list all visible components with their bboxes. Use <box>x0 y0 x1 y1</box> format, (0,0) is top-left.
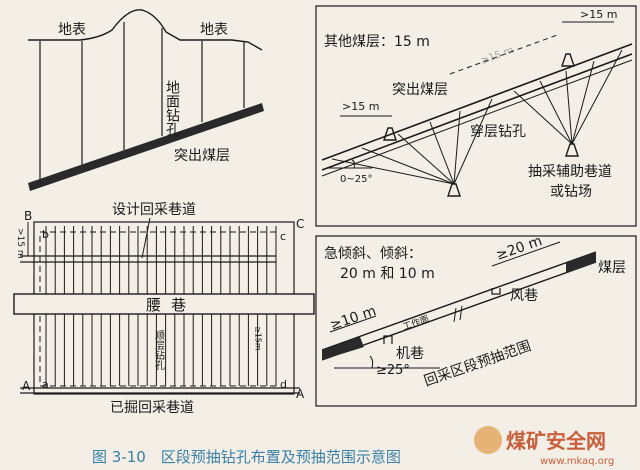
distance-20-label: ≥20 m <box>494 233 544 264</box>
watermark-text: 煤矿安全网 <box>506 429 606 453</box>
surface-borehole-label: 地面钻孔 <box>164 80 180 137</box>
outburst-seam-label: 突出煤层 <box>392 82 448 98</box>
outburst-seam-line <box>321 53 633 171</box>
angle-arc <box>369 355 374 369</box>
cross-borehole <box>571 60 595 145</box>
cross-borehole <box>361 147 455 185</box>
air-roadway-label: 风巷 <box>510 288 538 304</box>
panel-steep-seam-range: 急倾斜、倾斜： 20 m 和 10 m ≥20 m ≥10 m 煤层 风巷 工作… <box>315 233 637 407</box>
point-C-label: C <box>296 217 304 231</box>
angle-arc <box>351 159 356 169</box>
haulage-roadway-label: 机巷 <box>396 346 424 362</box>
cross-borehole <box>453 110 461 185</box>
dimension-15-label: >15 m <box>15 228 25 259</box>
range-label: 回采区段预抽范围 <box>422 337 533 390</box>
distance-right-label: >15 m <box>580 8 617 21</box>
design-roadway-label: 设计回采巷道 <box>112 202 196 218</box>
point-a-label: a <box>42 378 49 391</box>
roadway-shape <box>447 183 461 197</box>
watermark: 煤矿安全网 www.mkaq.org <box>474 426 614 467</box>
haulage-roadway-shape <box>383 335 393 344</box>
outburst-seam-label: 突出煤层 <box>174 148 230 164</box>
panel-frame <box>315 5 637 227</box>
ground-surface-line <box>28 9 263 51</box>
roadway-shape <box>565 143 579 157</box>
roadway-shape <box>561 53 575 67</box>
distance-10-label: ≥10 m <box>328 303 378 334</box>
cross-borehole <box>453 98 493 185</box>
watermark-url: www.mkaq.org <box>540 456 614 467</box>
outburst-seam-line <box>321 59 633 177</box>
dimension-line-10 <box>329 315 377 333</box>
dimension-15-right-label: ≥15m <box>254 326 263 351</box>
leader-line <box>141 217 151 259</box>
cross-borehole <box>539 80 573 145</box>
surface-label-right: 地表 <box>200 22 228 38</box>
waist-roadway-label: 腰巷 <box>146 296 196 314</box>
panel-cross-layer-boreholes: ≥15 m 其他煤层：15 m 突出煤层 穿层钻孔 抽采辅助巷道 或钻 <box>315 5 637 227</box>
cross-borehole <box>565 70 573 145</box>
upper-dashed-line <box>449 33 561 75</box>
cross-borehole-label: 穿层钻孔 <box>470 124 526 140</box>
other-seams-label: 其他煤层：15 m <box>324 34 430 50</box>
panel-in-seam-boreholes: 设计回采巷道 腰巷 已掘回采巷道 顺层钻孔 B C A A b c a d >1… <box>13 202 315 416</box>
cross-borehole <box>397 133 455 185</box>
point-d-label: d <box>280 378 287 391</box>
point-B-label: B <box>24 209 32 223</box>
coal-seam-label: 煤层 <box>598 260 626 276</box>
steep-seam-values: 20 m 和 10 m <box>340 266 435 282</box>
panel-frame <box>315 235 637 407</box>
cross-borehole <box>429 121 455 185</box>
steep-seam-label: 急倾斜、倾斜： <box>324 246 422 262</box>
ghost-dimension: ≥15 m <box>479 45 515 67</box>
cross-borehole <box>571 49 623 145</box>
cross-borehole <box>331 158 455 185</box>
point-c-label: c <box>280 230 286 243</box>
dimension-line-20 <box>491 241 561 267</box>
outburst-seam-line <box>321 43 633 161</box>
break-mark <box>453 305 463 323</box>
panel-surface-boreholes: 地表 地表 地面钻孔 突出煤层 <box>28 9 264 191</box>
point-A-right-label: A <box>296 387 305 401</box>
surface-label-left: 地表 <box>58 22 86 38</box>
roadway-shape <box>383 127 397 141</box>
seam-black-right <box>566 252 596 273</box>
distance-left-label: >15 m <box>342 100 379 113</box>
excavated-roadway-label: 已掘回采巷道 <box>110 400 194 416</box>
angle-label: ≥25° <box>376 363 410 378</box>
roadway-or-site-label: 或钻场 <box>550 184 592 200</box>
roadway-label: 抽采辅助巷道 <box>528 164 612 180</box>
outburst-seam-band <box>28 103 264 191</box>
point-A-left-label: A <box>22 379 31 393</box>
seam-black-left <box>322 337 364 360</box>
figure-caption: 图 3-10 区段预抽钻孔布置及预抽范围示意图 <box>92 448 401 466</box>
waist-roadway-band <box>13 293 315 315</box>
layer-borehole-label: 顺层钻孔 <box>153 330 165 371</box>
cross-borehole <box>513 90 573 145</box>
coal-seam-line <box>321 261 597 361</box>
point-b-label: b <box>42 228 49 241</box>
coal-seam-line <box>321 251 597 351</box>
watermark-logo-icon <box>474 426 502 454</box>
angle-label: 0~25° <box>340 174 372 185</box>
air-roadway-shape <box>491 288 501 295</box>
